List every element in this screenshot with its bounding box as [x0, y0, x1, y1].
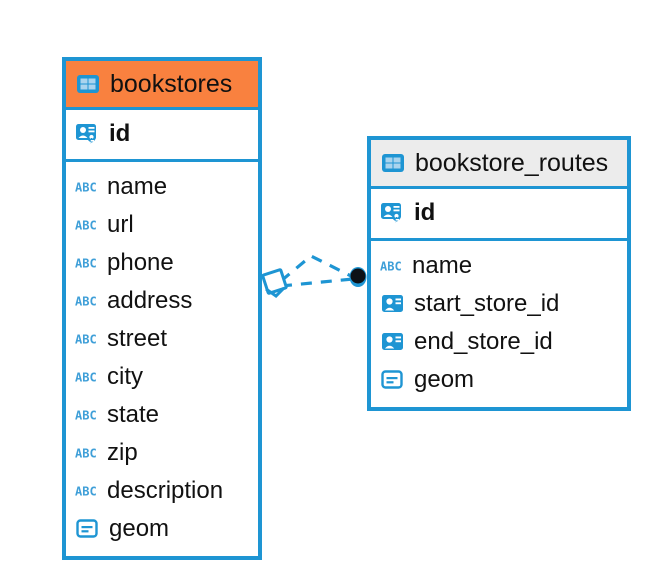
svg-text:ABC: ABC: [380, 260, 402, 274]
field-label: street: [107, 325, 168, 352]
svg-text:ABC: ABC: [75, 257, 97, 271]
table-icon: [382, 154, 404, 172]
diamond-marker: [261, 268, 288, 298]
text-type-icon: ABC: [75, 219, 97, 233]
field-row[interactable]: ABC name: [371, 247, 627, 285]
svg-text:ABC: ABC: [75, 333, 97, 347]
field-label: state: [107, 401, 160, 428]
field-list-bookstore-routes: ABC name start_store_id: [371, 241, 627, 407]
field-label: geom: [109, 515, 170, 542]
filled-circle-marker: [349, 267, 367, 287]
entity-header-bookstore-routes: bookstore_routes: [371, 140, 627, 186]
text-type-icon: ABC: [75, 181, 97, 195]
svg-text:ABC: ABC: [75, 409, 97, 423]
entity-title: bookstore_routes: [415, 148, 609, 177]
field-row[interactable]: ABC name: [66, 168, 258, 206]
primary-key-icon: [381, 203, 401, 223]
field-row[interactable]: ABC zip: [66, 434, 258, 472]
field-row[interactable]: ABC url: [66, 206, 258, 244]
entity-title: bookstores: [110, 69, 233, 98]
primary-key-icon: [76, 124, 96, 144]
field-label: address: [107, 287, 193, 314]
svg-text:ABC: ABC: [75, 447, 97, 461]
geometry-type-icon: [381, 370, 403, 389]
svg-text:ABC: ABC: [75, 219, 97, 233]
table-icon: [77, 75, 99, 93]
field-label: description: [107, 477, 224, 504]
field-label: id: [109, 120, 131, 147]
text-type-icon: ABC: [75, 371, 97, 385]
text-type-icon: ABC: [75, 485, 97, 499]
entity-bookstores[interactable]: bookstores id: [62, 57, 262, 560]
entity-bookstore-routes[interactable]: bookstore_routes id: [367, 136, 631, 411]
primary-key-divider: [66, 159, 258, 162]
primary-key-block: id: [371, 189, 627, 238]
svg-text:ABC: ABC: [75, 295, 97, 309]
field-label: name: [412, 252, 473, 279]
field-row[interactable]: geom: [66, 510, 258, 548]
foreign-key-icon: [382, 333, 403, 350]
field-row[interactable]: geom: [371, 361, 627, 399]
entity-header-bookstores: bookstores: [66, 61, 258, 107]
field-row[interactable]: ABC phone: [66, 244, 258, 282]
relationship-line-upper: [279, 254, 354, 283]
relationship-line-lower: [280, 277, 354, 288]
header-divider: [66, 107, 258, 110]
field-row[interactable]: ABC address: [66, 282, 258, 320]
field-row[interactable]: id: [66, 115, 258, 153]
text-type-icon: ABC: [75, 333, 97, 347]
field-label: url: [107, 211, 134, 238]
field-list-bookstores: ABC name ABC url ABC phone ABC: [66, 162, 258, 556]
field-row[interactable]: ABC street: [66, 320, 258, 358]
text-type-icon: ABC: [75, 295, 97, 309]
field-row[interactable]: ABC city: [66, 358, 258, 396]
field-row[interactable]: id: [371, 194, 627, 232]
foreign-key-icon: [382, 295, 403, 312]
field-label: city: [107, 363, 143, 390]
field-row[interactable]: ABC description: [66, 472, 258, 510]
svg-text:ABC: ABC: [75, 371, 97, 385]
primary-key-block: id: [66, 110, 258, 159]
text-type-icon: ABC: [75, 257, 97, 271]
field-label: phone: [107, 249, 174, 276]
field-label: name: [107, 173, 168, 200]
field-label: start_store_id: [414, 290, 560, 317]
svg-text:ABC: ABC: [75, 181, 97, 195]
field-label: end_store_id: [414, 328, 553, 355]
text-type-icon: ABC: [380, 260, 402, 274]
field-row[interactable]: start_store_id: [371, 285, 627, 323]
header-divider: [371, 186, 627, 189]
svg-text:ABC: ABC: [75, 485, 97, 499]
field-row[interactable]: ABC state: [66, 396, 258, 434]
field-row[interactable]: end_store_id: [371, 323, 627, 361]
field-label: zip: [107, 439, 138, 466]
text-type-icon: ABC: [75, 409, 97, 423]
field-label: geom: [414, 366, 475, 393]
field-label: id: [414, 199, 436, 226]
text-type-icon: ABC: [75, 447, 97, 461]
primary-key-divider: [371, 238, 627, 241]
geometry-type-icon: [76, 519, 98, 538]
